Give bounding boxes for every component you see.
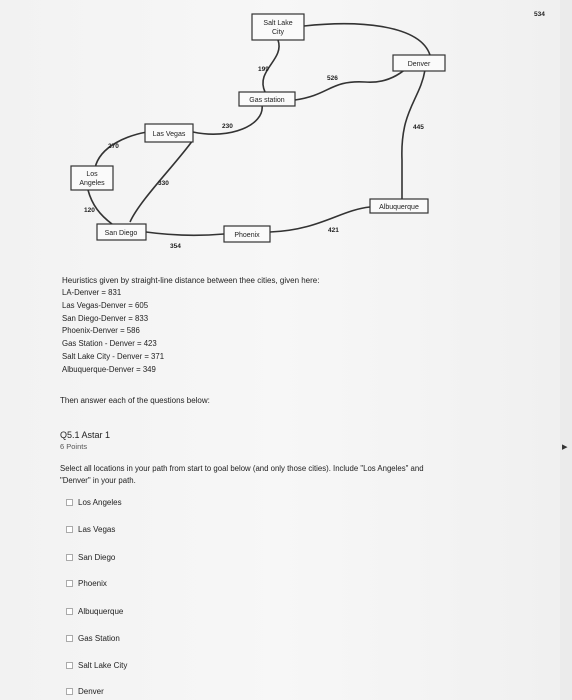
checkbox[interactable] — [66, 526, 73, 533]
node-phoenix: Phoenix — [223, 225, 271, 243]
heuristic-item: Gas Station - Denver = 423 — [62, 339, 157, 349]
option-albuquerque[interactable]: Albuquerque — [66, 607, 123, 616]
svg-text:Gas station: Gas station — [249, 97, 285, 104]
checkbox[interactable] — [66, 499, 73, 506]
edge-label-phx-abq: 421 — [328, 227, 339, 234]
node-albuquerque: Albuquerque — [369, 198, 429, 214]
instruction-text: Then answer each of the questions below: — [60, 396, 210, 405]
svg-text:Phoenix: Phoenix — [234, 232, 260, 239]
edge-sd-phx — [145, 231, 225, 237]
option-salt-lake-city[interactable]: Salt Lake City — [66, 661, 127, 670]
heuristic-item: LA-Denver = 831 — [62, 288, 122, 297]
edge-label-slc-denver: 534 — [534, 11, 545, 18]
option-los-angeles[interactable]: Los Angeles — [66, 498, 122, 507]
svg-text:Los: Los — [86, 171, 98, 178]
edge-label-slc-gas: 199 — [258, 66, 269, 73]
node-los-angeles: Los Angeles — [70, 165, 114, 191]
svg-text:Salt Lake: Salt Lake — [263, 20, 292, 27]
edge-label-lv-gas: 230 — [222, 123, 233, 130]
edge-label-sd-phx: 354 — [170, 243, 181, 250]
option-label: San Diego — [78, 553, 116, 562]
option-label: Phoenix — [78, 579, 107, 588]
svg-text:Las Vegas: Las Vegas — [153, 131, 186, 138]
option-denver[interactable]: Denver — [66, 687, 104, 696]
edge-label-lv-sd: 330 — [158, 180, 169, 187]
option-label: Los Angeles — [78, 498, 122, 507]
heuristic-item: Salt Lake City - Denver = 371 — [62, 351, 165, 361]
question-points: 6 Points — [60, 442, 88, 451]
svg-text:City: City — [272, 29, 285, 36]
edge-lv-gas — [192, 104, 263, 135]
heuristics-list: LA-Denver = 831 Las Vegas-Denver = 605 S… — [62, 287, 164, 377]
page-sheet — [0, 0, 560, 700]
option-label: Gas Station — [78, 634, 120, 643]
checkbox[interactable] — [66, 662, 73, 669]
node-salt-lake-city: Salt Lake City — [251, 13, 305, 41]
heuristic-item: Phoenix-Denver = 586 — [62, 326, 140, 336]
edge-label-gas-denver: 526 — [327, 75, 338, 82]
node-denver: Denver — [392, 54, 446, 72]
option-phoenix[interactable]: Phoenix — [66, 579, 107, 588]
checkbox[interactable] — [66, 608, 73, 615]
edge-lv-sd — [129, 139, 194, 223]
option-gas-station[interactable]: Gas Station — [66, 634, 120, 643]
edge-la-sd — [87, 189, 113, 225]
svg-text:Denver: Denver — [408, 61, 431, 68]
option-las-vegas[interactable]: Las Vegas — [66, 525, 115, 534]
edge-phx-abq — [269, 206, 371, 233]
heuristics-intro: Heuristics given by straight-line distan… — [62, 276, 320, 285]
edge-slc-gas — [262, 39, 280, 93]
option-label: Albuquerque — [78, 607, 124, 616]
checkbox[interactable] — [66, 635, 73, 642]
node-las-vegas: Las Vegas — [144, 123, 194, 143]
option-label: Salt Lake City — [78, 661, 128, 670]
next-arrow-icon[interactable]: ▸ — [562, 441, 568, 453]
svg-text:Angeles: Angeles — [79, 180, 105, 187]
edge-label-denver-abq: 445 — [413, 124, 424, 131]
option-san-diego[interactable]: San Diego — [66, 553, 115, 562]
heuristic-item: San Diego-Denver = 833 — [62, 313, 149, 323]
svg-text:San Diego: San Diego — [105, 230, 138, 237]
edge-la-lv — [94, 131, 148, 169]
checkbox[interactable] — [66, 688, 73, 695]
option-label: Denver — [78, 687, 104, 696]
checkbox[interactable] — [66, 580, 73, 587]
edge-slc-denver — [303, 22, 431, 56]
node-gas-station: Gas station — [238, 91, 296, 107]
edge-gas-denver — [294, 64, 411, 101]
checkbox[interactable] — [66, 554, 73, 561]
heuristic-item: Albuquerque-Denver = 349 — [62, 364, 156, 374]
edge-label-la-sd: 120 — [84, 207, 95, 214]
node-san-diego: San Diego — [96, 223, 147, 241]
question-title: Q5.1 Astar 1 — [60, 430, 111, 440]
question-prompt: Select all locations in your path from s… — [60, 464, 424, 485]
svg-text:Albuquerque: Albuquerque — [379, 204, 419, 211]
city-graph-diagram: Salt Lake City Denver Gas station Las Ve… — [70, 11, 545, 250]
heuristic-item: Las Vegas-Denver = 605 — [62, 300, 149, 310]
edge-label-la-lv: 270 — [108, 143, 119, 150]
option-label: Las Vegas — [78, 525, 116, 534]
edge-denver-abq — [401, 69, 426, 200]
